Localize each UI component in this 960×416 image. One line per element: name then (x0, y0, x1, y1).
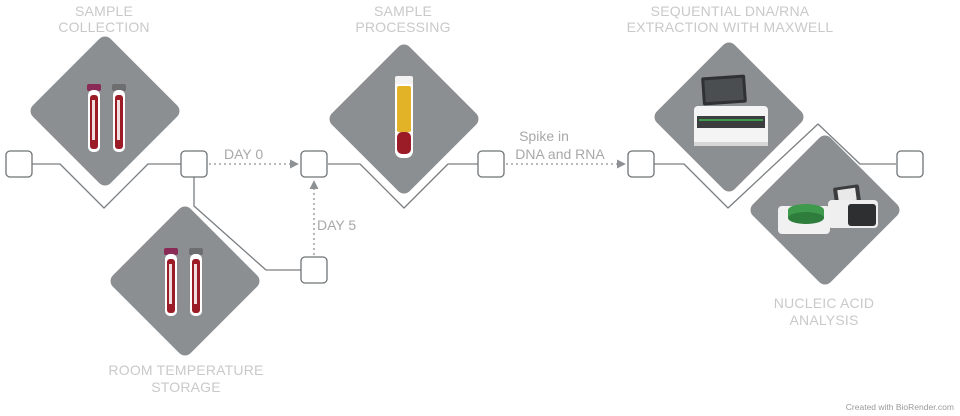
node-processing-in (300, 150, 328, 178)
day5-label: DAY 5 (317, 217, 356, 233)
collection-label-line2: COLLECTION (58, 19, 149, 35)
node-end (896, 150, 924, 178)
spike-label-line2: DNA and RNA (515, 146, 605, 162)
node-start (5, 150, 33, 178)
processed-tube-icon (395, 76, 413, 158)
processing-label-line2: PROCESSING (355, 19, 450, 35)
processing-label-line1: SAMPLE (374, 3, 432, 19)
spike-label-line1: Spike in (519, 128, 569, 144)
day0-label: DAY 0 (224, 146, 263, 162)
maxwell-instrument-icon (694, 74, 768, 146)
collection-diamond (30, 36, 180, 186)
analysis-instruments-icon (778, 184, 878, 234)
collection-tubes-icon (87, 84, 126, 152)
extraction-label-line2: EXTRACTION WITH MAXWELL (627, 19, 834, 35)
node-storage-out (300, 256, 328, 284)
storage-diamond (110, 206, 260, 356)
node-collection-out (180, 150, 208, 178)
node-processing-out (477, 150, 505, 178)
storage-tubes-icon (164, 248, 203, 316)
biorender-credit: Created with BioRender.com (846, 402, 954, 412)
analysis-label-line1: NUCLEIC ACID (774, 295, 874, 311)
extraction-label-line1: SEQUENTIAL DNA/RNA (651, 3, 810, 19)
workflow-track (29, 121, 899, 273)
storage-label-line2: STORAGE (151, 379, 221, 395)
collection-label-line1: SAMPLE (75, 3, 133, 19)
analysis-label-line2: ANALYSIS (789, 312, 858, 328)
node-extraction-in (627, 150, 655, 178)
storage-label-line1: ROOM TEMPERATURE (108, 362, 263, 378)
